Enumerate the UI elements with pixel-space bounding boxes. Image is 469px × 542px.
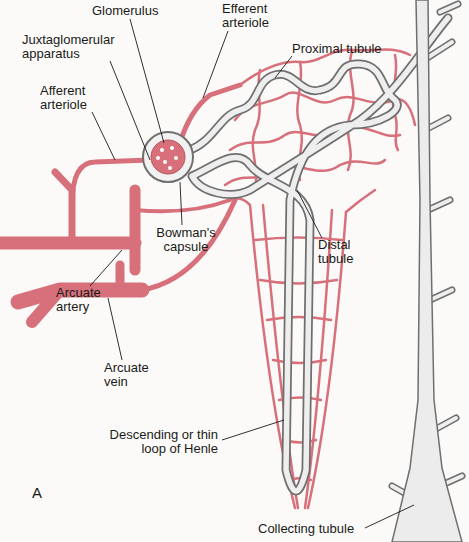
glomerulus-tuft bbox=[151, 140, 185, 174]
glomerulus-dots bbox=[156, 146, 178, 170]
tubule-lumen bbox=[190, 18, 448, 491]
interlobular-artery bbox=[55, 172, 72, 243]
arcuate-vessels bbox=[0, 85, 240, 322]
afferent-arteriole bbox=[72, 160, 150, 205]
leader-line bbox=[110, 61, 150, 160]
bowmans-capsule bbox=[143, 132, 193, 182]
duct-branch bbox=[430, 290, 452, 300]
glomerulus-dot bbox=[174, 156, 178, 160]
figure-letter: A bbox=[32, 486, 52, 500]
leader-line bbox=[222, 420, 284, 440]
capillary bbox=[267, 317, 331, 320]
duct-branch bbox=[428, 200, 450, 210]
part-label: Juxtaglomerular apparatus bbox=[22, 33, 134, 61]
leader-line bbox=[108, 298, 122, 360]
part-label: Bowman's capsule bbox=[148, 226, 224, 254]
tubule-outline bbox=[190, 18, 448, 491]
part-label: Arcuate artery bbox=[56, 286, 116, 314]
capillary bbox=[273, 360, 326, 363]
collecting-duct bbox=[392, 0, 462, 542]
renal-tubule bbox=[190, 18, 448, 491]
glomerulus-dot bbox=[160, 148, 164, 152]
arcuate-artery bbox=[130, 190, 141, 270]
part-label: Arcuate vein bbox=[104, 361, 158, 389]
glomerulus-dot bbox=[156, 156, 160, 160]
capillary bbox=[260, 280, 337, 284]
collecting-tubule-body bbox=[392, 0, 462, 542]
duct-branch bbox=[440, 4, 458, 12]
capillary bbox=[346, 190, 375, 212]
venule bbox=[142, 200, 235, 290]
arcuate-artery bbox=[0, 237, 135, 250]
leader-line bbox=[203, 31, 228, 98]
part-label: Glomerulus bbox=[92, 4, 182, 18]
part-label: Proximal tubule bbox=[292, 42, 422, 56]
arteriole bbox=[135, 200, 230, 211]
leader-line bbox=[275, 56, 292, 78]
leader-line bbox=[297, 190, 322, 238]
duct-branch bbox=[440, 4, 458, 12]
duct-branch bbox=[428, 200, 450, 210]
arcuate-vein bbox=[32, 290, 60, 322]
glomerulus-dot bbox=[170, 146, 174, 150]
part-label: Descending or thin loop of Henle bbox=[100, 428, 218, 456]
arcuate-vein bbox=[116, 265, 125, 290]
glomerulus-dot bbox=[163, 160, 167, 164]
glomerulus-dot bbox=[168, 166, 172, 170]
duct-branch bbox=[430, 290, 452, 300]
part-label: Efferent arteriole bbox=[222, 2, 288, 30]
part-label: Afferent arteriole bbox=[40, 84, 112, 112]
leader-lines bbox=[90, 19, 414, 528]
part-label: Collecting tubule bbox=[258, 522, 378, 536]
leader-line bbox=[90, 250, 122, 286]
leader-line bbox=[130, 19, 164, 143]
leader-line bbox=[365, 505, 414, 528]
leader-line bbox=[92, 112, 115, 160]
leader-line bbox=[180, 182, 182, 225]
part-label: Distal tubule bbox=[318, 238, 374, 266]
